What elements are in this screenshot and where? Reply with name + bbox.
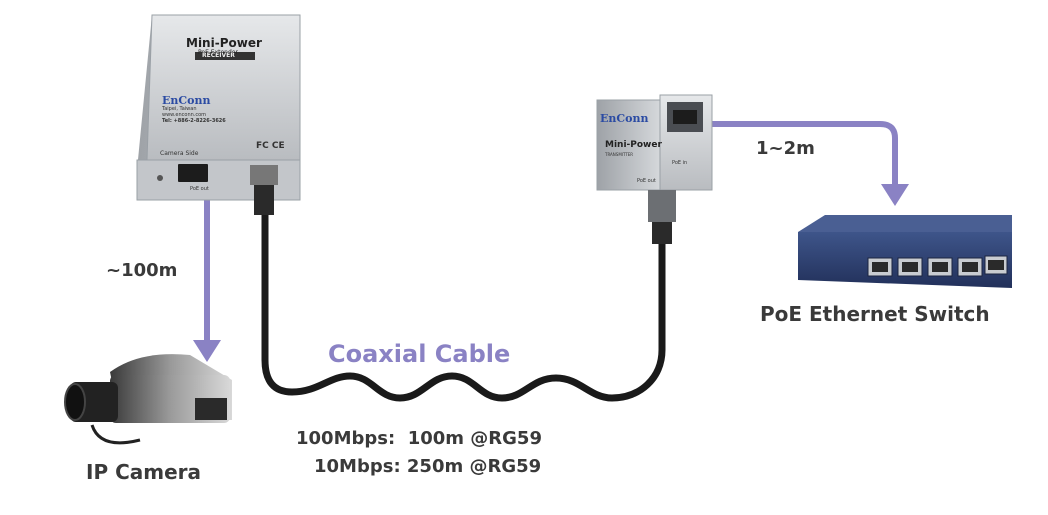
camera-distance-label: ~100m — [106, 260, 178, 281]
coaxial-cable — [261, 206, 666, 402]
switch-link-arrowhead — [881, 184, 909, 206]
coaxial-cable-title: Coaxial Cable — [328, 340, 511, 368]
receiver-subtitle: PoE Extender — [198, 49, 238, 56]
receiver-title: Mini-Power — [186, 36, 262, 50]
receiver-ethernet-port — [178, 164, 208, 182]
camera-link-arrowhead — [193, 340, 221, 362]
receiver-tag-bar — [195, 52, 255, 60]
receiver-port-label: PoE out — [190, 186, 209, 192]
poe-switch-label: PoE Ethernet Switch — [760, 302, 990, 326]
receiver-led — [157, 175, 163, 181]
receiver-tel: Tel: +886-2-8226-3626 — [162, 118, 226, 124]
camera-lens — [64, 383, 86, 421]
ip-camera-label: IP Camera — [86, 460, 201, 484]
receiver-brand: EnConn — [162, 94, 211, 107]
transmitter-port-in-label: PoE in — [672, 160, 688, 166]
ip-camera — [64, 354, 232, 445]
receiver-tag: RECEIVER — [202, 52, 235, 59]
receiver-location: Taipei, Taiwan — [162, 106, 197, 112]
spec-line-2: 10Mbps: 250m @RG59 — [314, 456, 542, 477]
transmitter-port-out-label: PoE out — [637, 178, 656, 184]
fcc-ce-mark: FC CE — [256, 141, 285, 151]
ethernet-switch — [798, 215, 1012, 288]
transmitter-tag: TRANSMITTER — [605, 152, 634, 157]
receiver-bnc-connector — [250, 165, 278, 185]
receiver-device: FC CE — [136, 14, 301, 215]
transmitter-bnc-connector — [648, 190, 676, 222]
transmitter-device — [596, 94, 713, 244]
receiver-side-label: Camera Side — [160, 150, 199, 157]
transmitter-title: Mini-Power — [605, 140, 662, 150]
receiver-web: www.enconn.com — [162, 112, 207, 118]
transmitter-brand: EnConn — [600, 112, 649, 125]
spec-line-1: 100Mbps: 100m @RG59 — [296, 428, 542, 449]
switch-distance-label: 1~2m — [756, 138, 815, 159]
switch-link-line — [700, 121, 898, 186]
